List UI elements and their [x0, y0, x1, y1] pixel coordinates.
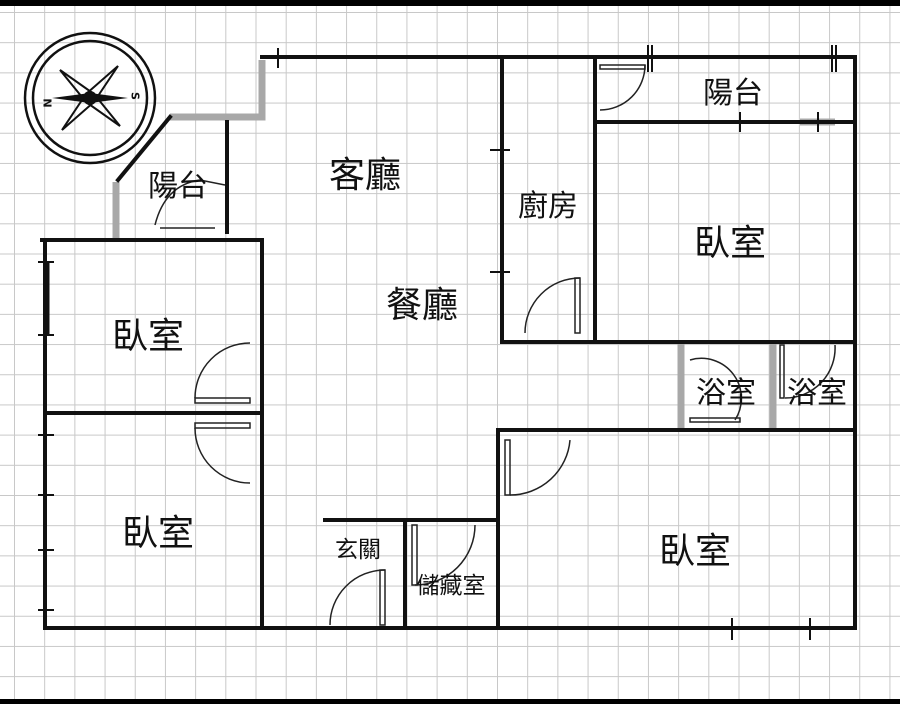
room-label-bathroom-1: 浴室 [696, 376, 756, 411]
room-label-bedroom-bottom-right: 臥室 [658, 531, 732, 572]
room-label-dining-room: 餐廳 [385, 285, 459, 326]
door-swings [154, 64, 836, 626]
room-label-bathroom-2: 浴室 [787, 376, 847, 411]
room-label-balcony-top-right: 陽台 [703, 76, 763, 111]
walls [40, 55, 857, 630]
compass-north-label: N [41, 98, 55, 108]
room-label-bedroom-bottom-left: 臥室 [121, 513, 195, 554]
room-label-balcony-left: 陽台 [148, 169, 208, 204]
room-label-living-room: 客廳 [328, 155, 402, 196]
room-label-bedroom-top-right: 臥室 [693, 223, 767, 264]
room-label-kitchen: 廚房 [518, 189, 578, 224]
room-label-storage: 儲藏室 [416, 573, 486, 599]
grey-wall-top-left [170, 60, 266, 121]
top-border [0, 0, 900, 6]
bottom-border [0, 699, 900, 704]
room-label-bedroom-mid-left: 臥室 [111, 316, 185, 357]
compass [23, 31, 157, 165]
room-label-entrance: 玄關 [335, 537, 381, 563]
compass-south-label: S [128, 92, 142, 100]
window-markers [38, 45, 837, 640]
